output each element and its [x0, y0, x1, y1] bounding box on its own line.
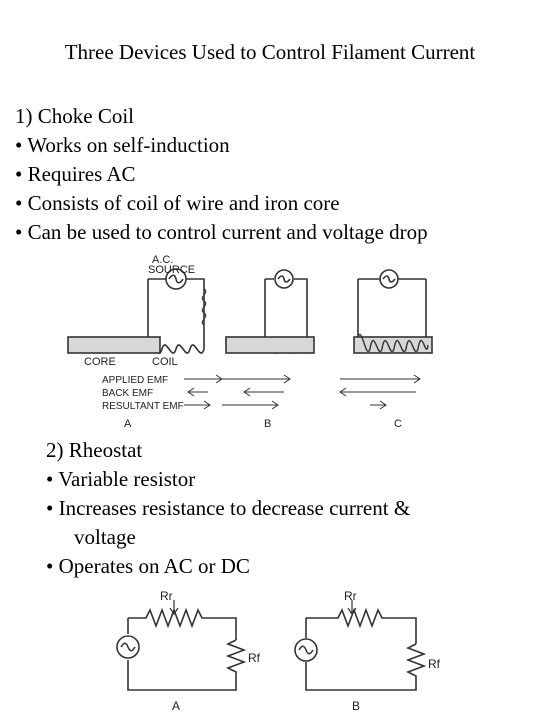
ac-source-icon — [165, 268, 187, 290]
coil-label: COIL — [152, 356, 178, 368]
resultant-emf-label: RESULTANT EMF — [102, 401, 184, 412]
section-heading: 2) Rheostat — [46, 438, 143, 462]
ac-label: A.C. — [152, 254, 173, 266]
circuit-b-diagram: Rr Rf B — [294, 589, 441, 713]
choke-coil-figure: A.C. SOURCE CORE COIL APPLIED EMF BACK E… — [67, 254, 433, 430]
bullet-item: • Requires AC — [15, 162, 136, 186]
rheostat-label: Rr — [160, 589, 173, 603]
ac-source-icon — [294, 638, 318, 662]
page-title: Three Devices Used to Control Filament C… — [64, 40, 476, 64]
filament-label: Rf — [428, 657, 441, 671]
choke-coil-section: 1) Choke Coil • Works on self-induction … — [15, 102, 428, 247]
rheostat-slider — [169, 600, 179, 616]
panel-a-label: A — [124, 418, 132, 430]
bullet-item: • Variable resistor — [46, 467, 196, 491]
source-label: SOURCE — [148, 264, 195, 276]
bullet-item: • Increases resistance to decrease curre… — [46, 496, 411, 520]
ac-source-icon — [379, 269, 399, 289]
iron-core — [225, 336, 315, 354]
bullet-item: • Can be used to control current and vol… — [15, 220, 428, 244]
panel-a-label: A — [172, 699, 180, 713]
ac-source-icon — [274, 269, 294, 289]
panel-c-diagram: C — [339, 269, 433, 430]
rheostat-section: 2) Rheostat • Variable resistor • Increa… — [46, 436, 410, 581]
panel-c-label: C — [394, 418, 402, 430]
iron-core — [67, 336, 161, 354]
bullet-item: • Works on self-induction — [15, 133, 230, 157]
panel-b-diagram: B — [222, 269, 315, 430]
panel-b-label: B — [352, 699, 360, 713]
back-emf-label: BACK EMF — [102, 388, 153, 399]
core-label: CORE — [84, 356, 116, 368]
filament-label: Rf — [248, 651, 261, 665]
bullet-item: • Operates on AC or DC — [46, 554, 250, 578]
ac-source-icon — [116, 635, 140, 659]
applied-emf-label: APPLIED EMF — [102, 375, 168, 386]
section-heading: 1) Choke Coil — [15, 104, 134, 128]
panel-a-diagram: A.C. SOURCE CORE COIL APPLIED EMF BACK E… — [67, 254, 223, 430]
rheostat-slider — [347, 600, 357, 616]
panel-b-label: B — [264, 418, 271, 430]
bullet-item-continuation: voltage — [74, 525, 136, 549]
rheostat-figure: Rr Rf A Rr Rf B — [116, 589, 441, 713]
circuit-a-diagram: Rr Rf A — [116, 589, 261, 713]
bullet-item: • Consists of coil of wire and iron core — [15, 191, 340, 215]
rheostat-label: Rr — [344, 589, 357, 603]
